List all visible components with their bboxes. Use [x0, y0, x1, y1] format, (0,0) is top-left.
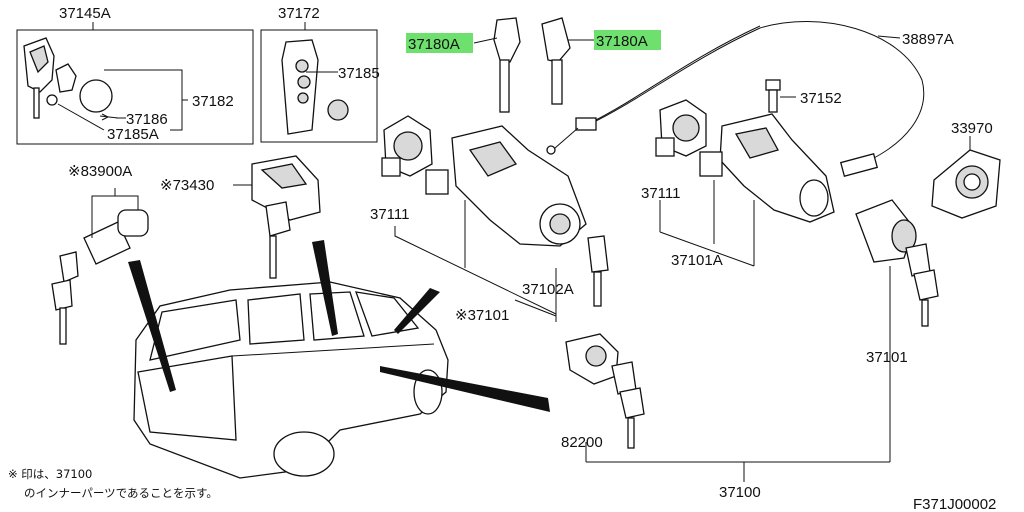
key-blank-left-icon — [493, 17, 521, 113]
highlight-37180A-left — [406, 33, 473, 53]
label-37100: 37100 — [719, 484, 761, 501]
steering-lock-center-icon — [425, 125, 609, 307]
label-37152: 37152 — [800, 90, 842, 107]
label-37186: 37186 — [126, 111, 168, 128]
leader-37185A — [57, 103, 105, 131]
intelligent-key-icon — [281, 39, 349, 135]
label-37185: 37185 — [338, 65, 380, 82]
key-blank-right-icon — [541, 17, 571, 105]
group-lines — [394, 180, 891, 482]
door-lock-cylinder-icon — [51, 209, 149, 345]
note-line-2: のインナーパーツであることを示す。 — [24, 486, 218, 500]
label-37185A: 37185A — [107, 126, 159, 143]
ignition-cylinder-right-icon — [855, 199, 939, 327]
door-key-cylinder-icon — [565, 333, 645, 449]
steering-lock-right-icon — [699, 113, 835, 223]
bracket-33970-icon — [931, 149, 1001, 219]
label-82200: 82200 — [561, 434, 603, 451]
label-73430: ※73430 — [160, 177, 214, 194]
trunk-lock-icon — [251, 155, 321, 279]
battery-cover-icon — [46, 63, 119, 121]
label-37111-left: 37111 — [370, 206, 410, 223]
label-37172: 37172 — [278, 5, 320, 22]
label-37145A: 37145A — [59, 5, 111, 22]
box-37145A — [16, 22, 254, 145]
label-37101-star: ※37101 — [455, 307, 509, 324]
cable-38897A-icon — [589, 21, 925, 161]
ignition-switch-right-icon — [655, 99, 707, 157]
ignition-switch-left-icon — [381, 115, 433, 177]
diagram-code: F371J00002 — [913, 496, 996, 512]
label-37180A-left: 37180A — [408, 36, 460, 53]
label-37180A-right: 37180A — [596, 33, 648, 50]
note-line-1: ※ 印は、37100 — [8, 467, 92, 481]
label-37182: 37182 — [192, 93, 234, 110]
pointer-arrows — [128, 240, 550, 412]
label-37111-right: 37111 — [641, 185, 681, 202]
label-37102A: 37102A — [522, 281, 574, 298]
label-83900A: ※83900A — [68, 163, 132, 180]
label-38897A: 38897A — [902, 31, 954, 48]
bolt-icon — [765, 79, 781, 113]
vehicle-illustration — [133, 281, 449, 479]
label-37101A: 37101A — [671, 252, 723, 269]
label-37101-right: 37101 — [866, 349, 908, 366]
label-33970: 33970 — [951, 120, 993, 137]
box-37172 — [260, 22, 378, 143]
remote-key-icon — [23, 37, 55, 119]
highlight-37180A-right — [594, 30, 661, 50]
